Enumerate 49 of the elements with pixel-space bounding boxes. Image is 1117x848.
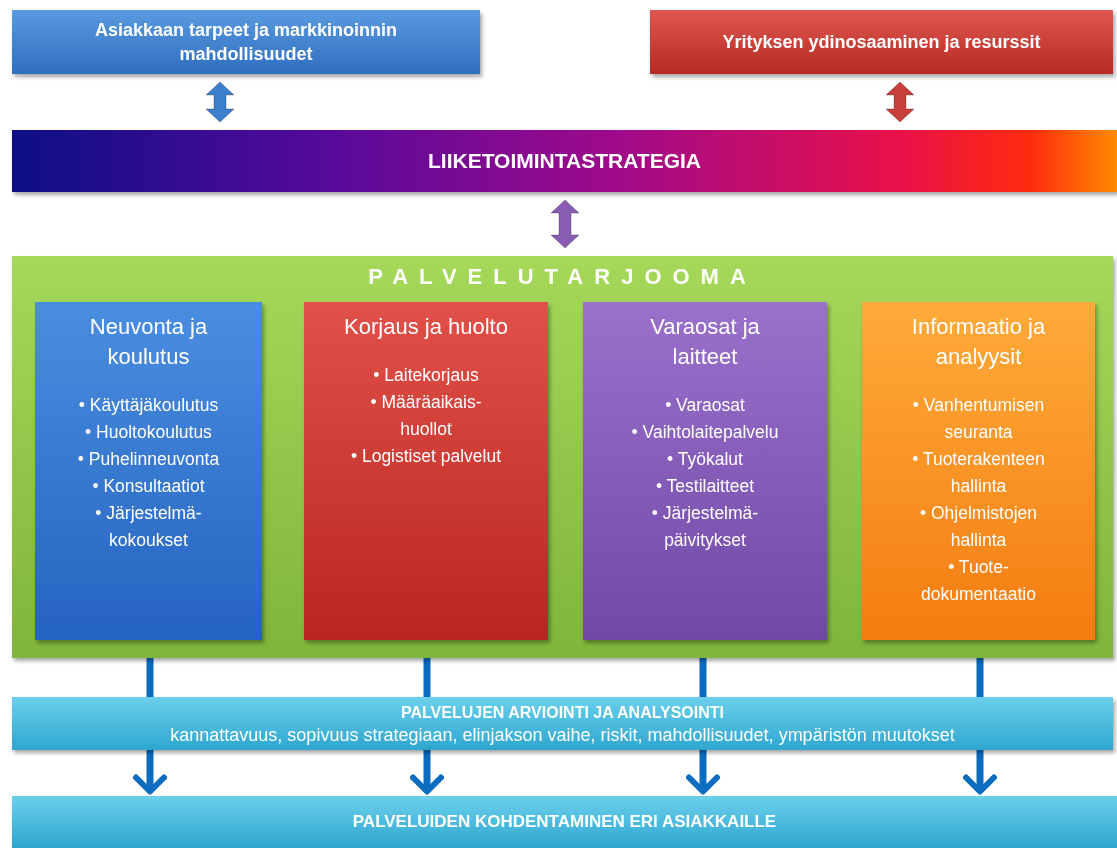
card-title: Korjaus ja huolto [344,313,508,341]
connector-line [146,658,154,697]
evaluation-banner [12,697,1113,750]
card-title: Varaosat ja laitteet [649,313,761,371]
double-block-arrow [205,81,235,123]
description: kannattavuus, sopivuus strategiaan, elinjakson vaihe, riskit, mahdollisuudet, ympäristön muutokset [170,723,955,746]
double-block-arrow [550,199,580,249]
connector-line [699,658,707,697]
bullet-item: • Puhelinneuvonta [76,448,221,471]
bullet-item: • Konsultaatiot [91,475,206,498]
bullet-item: • Käyttäjäkoulutus [77,394,220,417]
bullet-item: • Laitekorjaus [372,364,480,387]
bullet-item: • Määräaikais- huollot [369,391,483,441]
input-box [12,10,480,74]
heading: Asiakkaan tarpeet ja markkinoinnin mahdollisuudet [93,19,399,66]
connector-line [423,658,431,697]
arrow [410,750,444,795]
bullet-item: • Työkalut [666,448,744,471]
input-box [650,10,1113,74]
service-card [583,302,827,640]
bullet-item: • Järjestelmä- kokoukset [94,502,203,552]
service-card [304,302,548,640]
offering-panel [12,256,1113,658]
connector-line [976,658,984,697]
card-title: Informaatio ja analyysit [910,313,1047,371]
bullet-item: • Vaihtolaitepalvelu [630,421,780,444]
arrow [963,750,997,795]
bullet-item: • Järjestelmä- päivitykset [650,502,760,552]
bullet-item: • Tuote- dokumentaatio [920,556,1037,606]
card-title: Neuvonta ja koulutus [88,313,209,371]
bullet-item: • Varaosat [664,394,746,417]
bullet-item: • Vanhentumisen seuranta [911,394,1046,444]
bullet-item: • Tuoterakenteen hallinta [911,448,1046,498]
heading: PALVELUTARJOOMA [367,264,758,290]
heading: PALVELUJEN ARVIOINTI JA ANALYSOINTI [401,702,724,723]
heading: Yrityksen ydinosaaminen ja resurssit [721,31,1042,54]
bullet-item: • Testilaitteet [654,475,756,498]
heading: LIIKETOIMINTASTRATEGIA [428,149,701,173]
double-block-arrow [885,81,915,123]
service-card [35,302,262,640]
arrow [133,750,167,795]
strategy-banner [12,130,1117,192]
targeting-banner [12,796,1117,848]
bullet-item: • Logistiset palvelut [349,445,503,468]
arrow [686,750,720,795]
heading: PALVELUIDEN KOHDENTAMINEN ERI ASIAKKAILLE [352,812,777,832]
service-card [862,302,1095,640]
bullet-item: • Ohjelmistojen hallinta [919,502,1038,552]
bullet-item: • Huoltokoulutus [84,421,213,444]
